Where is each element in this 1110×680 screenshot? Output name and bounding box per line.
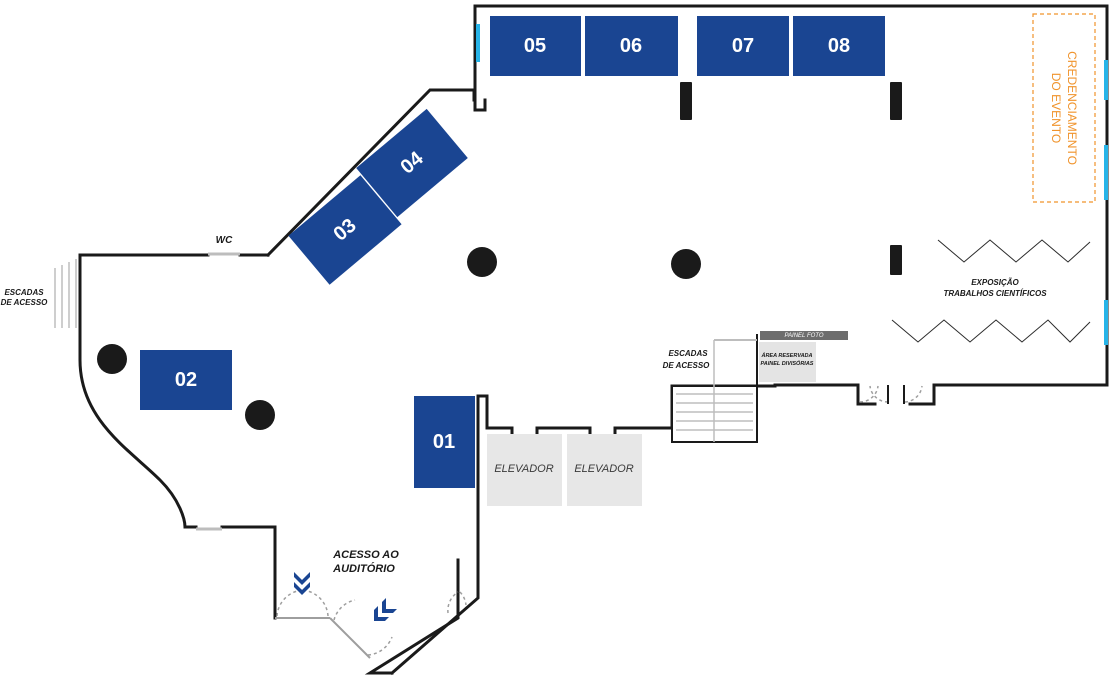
credential-area[interactable]: CREDENCIAMENTO DO EVENTO [1032, 13, 1096, 203]
stairs-right-label-1: ESCADAS [668, 349, 708, 358]
svg-text:01: 01 [433, 431, 455, 453]
credential-label-2: DO EVENTO [1049, 73, 1063, 143]
svg-text:02: 02 [175, 369, 197, 391]
stairs-left [54, 259, 77, 328]
arrow-down-icon [294, 572, 310, 595]
windows [476, 24, 1108, 345]
stairs-right [671, 334, 758, 443]
stairs-left-label-2: DE ACESSO [1, 298, 49, 307]
booth-04[interactable]: 04 [356, 108, 468, 218]
elevator-2 [567, 434, 642, 506]
stairs-left-label-1: ESCADAS [4, 288, 44, 297]
booth-02[interactable]: 02 [140, 350, 232, 410]
credential-label-1: CREDENCIAMENTO [1065, 51, 1079, 165]
walls [78, 4, 1109, 676]
wc-label: WC [216, 235, 233, 246]
svg-text:ÁREA RESERVADA: ÁREA RESERVADA [760, 352, 812, 359]
booth-03[interactable]: 03 [288, 175, 402, 285]
columns [97, 82, 902, 430]
exposition-panels: EXPOSIÇÃO TRABALHOS CIENTÍFICOS [891, 239, 1091, 343]
stairs-right-label-2: DE ACESSO [663, 361, 711, 370]
svg-text:PAINEL FOTO: PAINEL FOTO [784, 333, 823, 339]
svg-text:06: 06 [620, 35, 642, 57]
booth-08[interactable]: 08 [793, 16, 885, 76]
svg-text:05: 05 [524, 35, 546, 57]
booths: 05 06 07 08 04 03 02 01 [140, 16, 885, 488]
elevators: ELEVADOR ELEVADOR [487, 434, 642, 506]
expo-label-1: EXPOSIÇÃO [971, 278, 1019, 287]
booth-01[interactable]: 01 [414, 396, 475, 488]
svg-text:07: 07 [732, 35, 754, 57]
reserved-area: ÁREA RESERVADA PAINEL DIVISÓRIAS [759, 342, 816, 382]
auditorium-label-1: ACESSO AO [332, 549, 399, 561]
elevator-1-label: ELEVADOR [494, 463, 553, 475]
photo-panel: PAINEL FOTO [760, 331, 848, 340]
elevator-1 [487, 434, 562, 506]
booth-07[interactable]: 07 [697, 16, 789, 76]
expo-label-2: TRABALHOS CIENTÍFICOS [943, 289, 1047, 298]
svg-text:08: 08 [828, 35, 850, 57]
arrow-diagonal-icon [374, 598, 397, 621]
booth-06[interactable]: 06 [585, 16, 678, 76]
auditorium-label-2: AUDITÓRIO [332, 562, 395, 575]
doors [196, 252, 923, 659]
elevator-2-label: ELEVADOR [574, 463, 633, 475]
booth-05[interactable]: 05 [490, 16, 581, 76]
svg-text:PAINEL DIVISÓRIAS: PAINEL DIVISÓRIAS [761, 360, 814, 367]
